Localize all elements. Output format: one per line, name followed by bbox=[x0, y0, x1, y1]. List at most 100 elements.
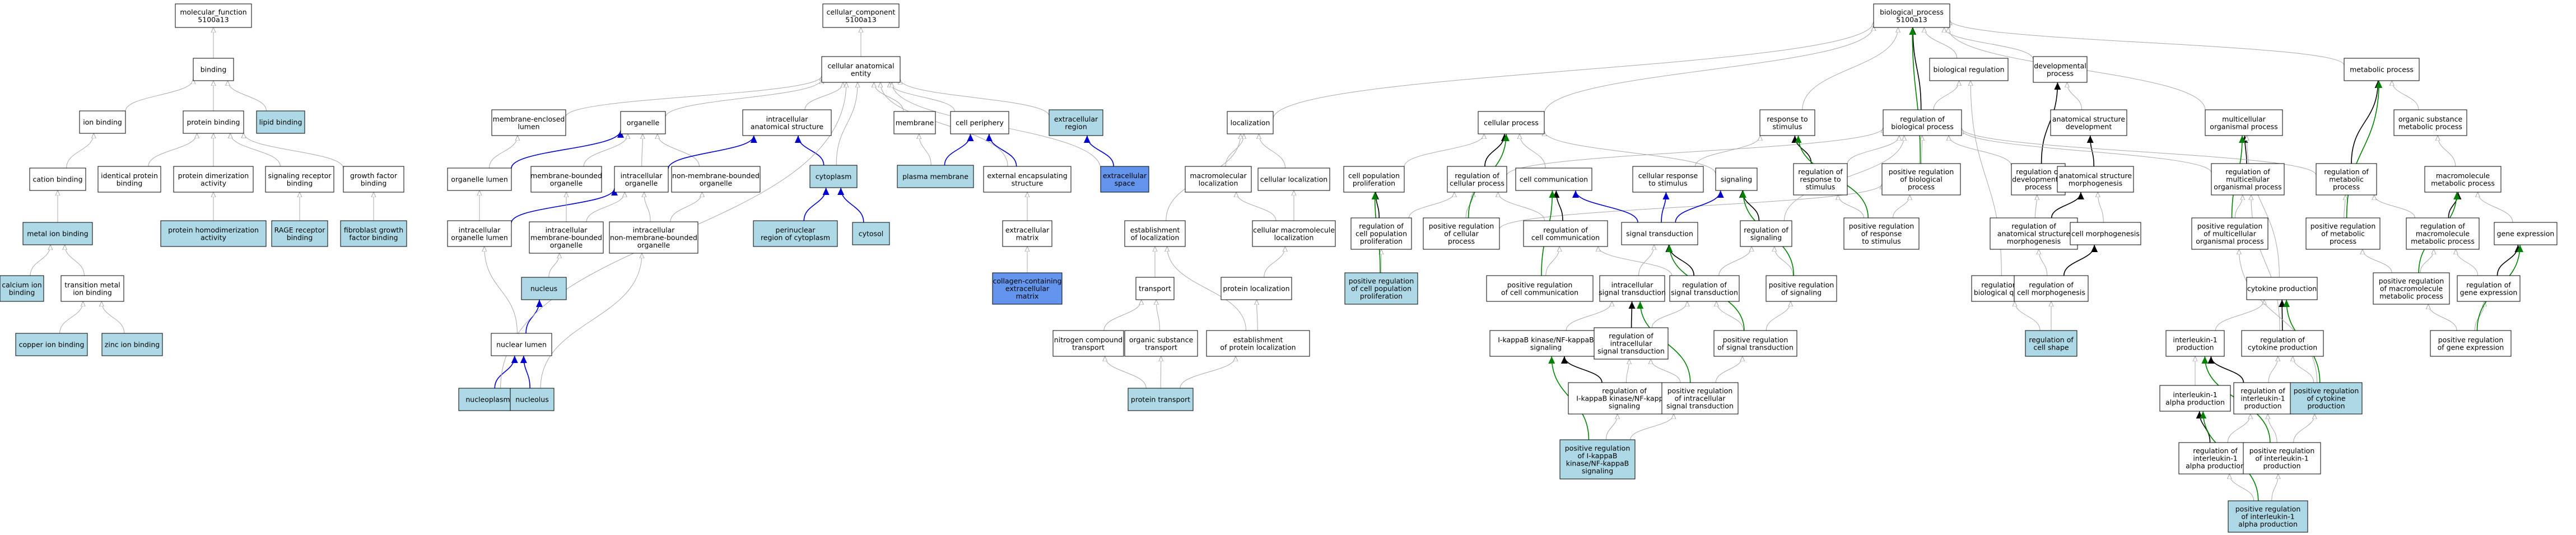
go-term-node[interactable]: protein binding bbox=[183, 110, 244, 134]
go-term-node[interactable]: binding bbox=[193, 58, 234, 81]
go-term-node[interactable]: nucleolus bbox=[510, 388, 555, 411]
go-term-node[interactable]: cell communication bbox=[1515, 168, 1592, 191]
go-term-node[interactable]: signaling bbox=[1715, 168, 1758, 191]
go-term-node[interactable]: cytokine production bbox=[2246, 277, 2318, 300]
go-term-node[interactable]: gene expression bbox=[2494, 222, 2558, 245]
go-term-node[interactable]: membrane bbox=[893, 111, 936, 134]
go-term-node[interactable]: cell morphogenesis bbox=[2070, 222, 2141, 245]
go-term-node[interactable]: nucleus bbox=[521, 277, 567, 300]
go-term-node[interactable]: plasma membrane bbox=[897, 165, 974, 188]
go-term-node[interactable]: cytoplasm bbox=[809, 165, 858, 188]
go-term-node[interactable]: organelle bbox=[620, 111, 666, 134]
go-term-node[interactable]: localization bbox=[1227, 111, 1274, 134]
go-term-node[interactable]: intracellularnon-membrane-boundedorganel… bbox=[609, 221, 698, 254]
go-term-node[interactable]: cellular process bbox=[1478, 111, 1545, 134]
go-term-node[interactable]: signal transduction bbox=[1621, 222, 1698, 245]
go-term-node[interactable]: biological regulation bbox=[1929, 58, 2009, 81]
go-term-node[interactable]: transport bbox=[1135, 277, 1175, 300]
go-term-node[interactable]: ion binding bbox=[79, 110, 126, 134]
go-term-node[interactable]: zinc ion binding bbox=[101, 333, 163, 356]
go-term-node[interactable]: metal ion binding bbox=[22, 222, 93, 245]
go-term-node[interactable]: lipid binding bbox=[256, 110, 305, 134]
go-term-node[interactable]: cellular localization bbox=[1257, 168, 1330, 191]
go-term-node[interactable]: organelle lumen bbox=[447, 168, 512, 191]
go-term-node[interactable]: cation binding bbox=[29, 168, 86, 191]
go-term-node[interactable]: nuclear lumen bbox=[491, 333, 552, 356]
go-term-node[interactable]: cell periphery bbox=[950, 111, 1009, 134]
go-term-node[interactable]: cytosol bbox=[852, 222, 890, 245]
